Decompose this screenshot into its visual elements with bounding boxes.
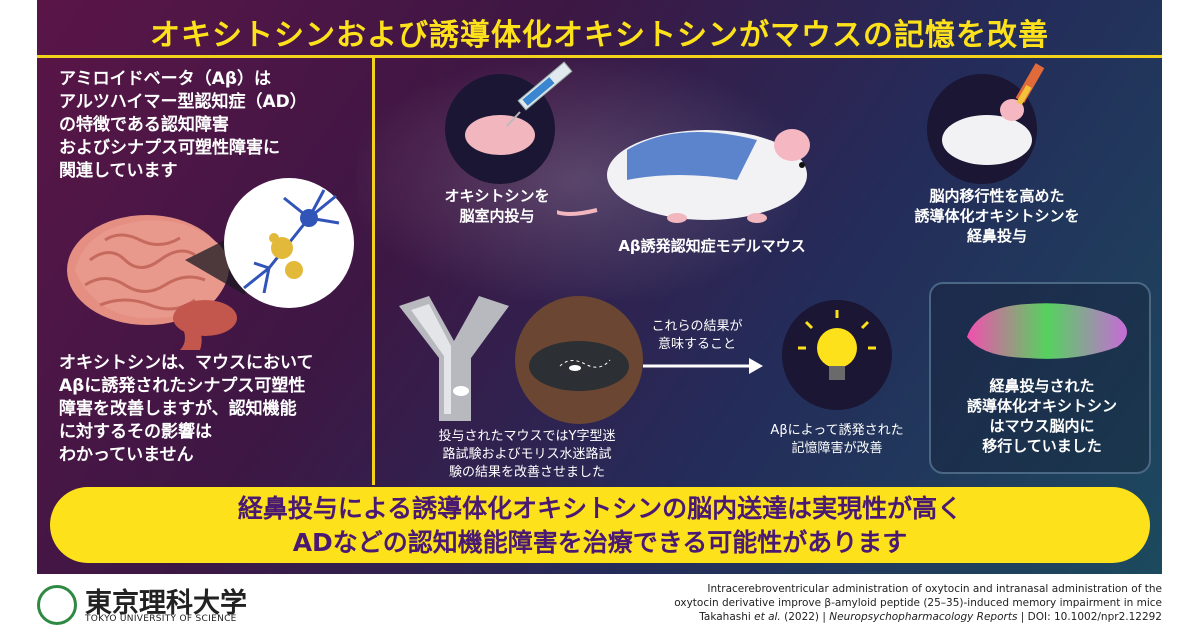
mouse-model-icon bbox=[557, 129, 810, 223]
brain-syringe-icon bbox=[465, 61, 573, 155]
fluorescent-brain-icon bbox=[967, 303, 1127, 359]
arrow-right-icon bbox=[643, 358, 763, 374]
oxytocin-unknown-text: オキシトシンは、マウスにおいて Aβに誘発されたシナプス可塑性 障害を改善します… bbox=[59, 353, 314, 465]
citation-title-line2: oxytocin derivative improve β-amyloid pe… bbox=[674, 597, 1162, 609]
conclusion-banner: 経鼻投与による誘導体化オキシトシンの脳内送達は実現性が高く ADなどの認知機能障… bbox=[50, 487, 1150, 563]
bulb-caption: Aβによって誘発された 記憶障害が改善 bbox=[770, 423, 904, 456]
citation: Intracerebroventricular administration o… bbox=[602, 582, 1162, 624]
mouse-model-caption: Aβ誘発認知症モデルマウス bbox=[618, 237, 806, 255]
maze-caption: 投与されたマウスではY字型迷 路試験およびモリス水迷路試 験の結果を改善させまし… bbox=[438, 429, 616, 480]
citation-etal: et al. bbox=[754, 611, 781, 623]
citation-title-line1: Intracerebroventricular administration o… bbox=[707, 583, 1162, 595]
neuron-icon bbox=[243, 189, 340, 294]
divider-vertical bbox=[372, 55, 375, 485]
citation-journal: Neuropsychopharmacology Reports bbox=[829, 611, 1018, 623]
citation-separator: | bbox=[822, 611, 826, 623]
dropper-mouse-icon bbox=[942, 63, 1045, 165]
logo-english: TOKYO UNIVERSITY OF SCIENCE bbox=[85, 614, 237, 624]
infographic-panel: オキシトシンおよび誘導体化オキシトシンがマウスの記憶を改善 アミロイドベータ（A… bbox=[37, 0, 1162, 574]
citation-doi: DOI: 10.1002/npr2.12292 bbox=[1027, 611, 1162, 623]
intranasal-caption: 脳内移行性を高めた 誘導体化オキシトシンを 経鼻投与 bbox=[914, 187, 1080, 245]
amyloid-description: アミロイドベータ（Aβ）は アルツハイマー型認知症（AD） の特徴である認知障害… bbox=[59, 69, 307, 181]
y-maze-icon bbox=[399, 296, 509, 421]
icv-caption: オキシトシンを 脳室内投与 bbox=[444, 187, 550, 225]
result-caption: 経鼻投与された 誘導体化オキシトシン はマウス脳内に 移行していました bbox=[966, 377, 1117, 455]
citation-year: (2022) bbox=[784, 611, 820, 623]
lightbulb-icon bbox=[798, 310, 876, 380]
logo-seal-icon bbox=[37, 585, 77, 625]
citation-separator: | bbox=[1020, 611, 1025, 623]
logo-japanese: 東京理科大学 bbox=[85, 588, 247, 619]
infographic-title: オキシトシンおよび誘導体化オキシトシンがマウスの記憶を改善 bbox=[150, 18, 1049, 53]
arrow-caption: これらの結果が 意味すること bbox=[651, 319, 743, 352]
citation-ref: Takahashi et al. (2022) | Neuropsychopha… bbox=[602, 610, 1162, 624]
title-underline bbox=[37, 55, 1162, 58]
citation-authors: Takahashi bbox=[699, 611, 751, 623]
water-maze-icon bbox=[529, 341, 629, 391]
